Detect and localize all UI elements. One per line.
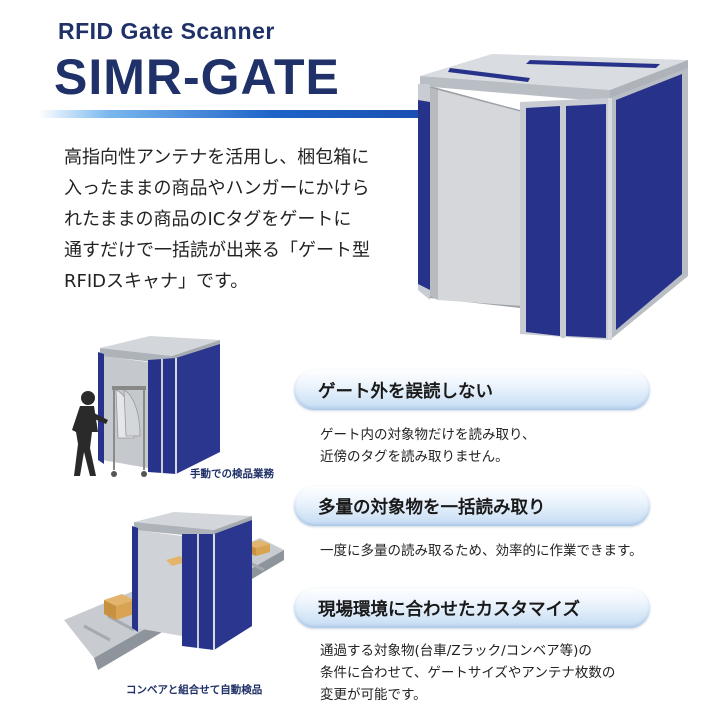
feature-line: 近傍のタグを読み取りません。 [320,449,509,465]
feature-title: 多量の対象物を一括読み取り [318,497,546,518]
intro-line: れたままの商品のICタグをゲートに [64,209,352,230]
conveyor-inspection-caption: コンベアと組合せて自動検品 [126,684,263,696]
title-underline [38,110,428,118]
manual-inspection-caption: 手動での検品業務 [190,468,274,480]
intro-line: 通すだけで一括読が出来る「ゲート型 [64,240,370,261]
product-subtitle: RFID Gate Scanner [58,18,275,44]
feature-description-bulk-read: 一度に多量の読み取るため、効率的に作業できます。 [320,540,643,562]
product-title: SIMR-GATE [54,49,340,105]
feature-heading-bulk-read: 多量の対象物を一括読み取り [294,486,650,526]
intro-line: 高指向性アンテナを活用し、梱包箱に [64,147,370,168]
feature-line: 変更が可能です。 [320,687,427,703]
feature-description-no-misread: ゲート内の対象物だけを読み取り、 近傍のタグを読み取りません。 [320,424,535,468]
intro-paragraph: 高指向性アンテナを活用し、梱包箱に 入ったままの商品やハンガーにかけら れたまま… [64,142,404,297]
feature-heading-customization: 現場環境に合わせたカスタマイズ [294,588,650,628]
feature-title: 現場環境に合わせたカスタマイズ [318,599,580,620]
conveyor-inspection-illustration [64,512,284,670]
feature-title: ゲート外を誤読しない [318,381,493,402]
intro-line: RFIDスキャナ」です。 [64,271,249,292]
manual-inspection-illustration [72,336,220,477]
main-gate-illustration [418,54,688,340]
feature-heading-no-misread: ゲート外を誤読しない [294,370,650,410]
feature-line: 一度に多量の読み取るため、効率的に作業できます。 [320,543,643,559]
feature-line: 通過する対象物(台車/Zラック/コンベア等)の [320,643,592,659]
feature-description-customization: 通過する対象物(台車/Zラック/コンベア等)の 条件に合わせて、ゲートサイズやア… [320,640,615,706]
feature-line: ゲート内の対象物だけを読み取り、 [320,427,536,443]
intro-line: 入ったままの商品やハンガーにかけら [64,178,370,199]
feature-line: 条件に合わせて、ゲートサイズやアンテナ枚数の [320,665,616,681]
